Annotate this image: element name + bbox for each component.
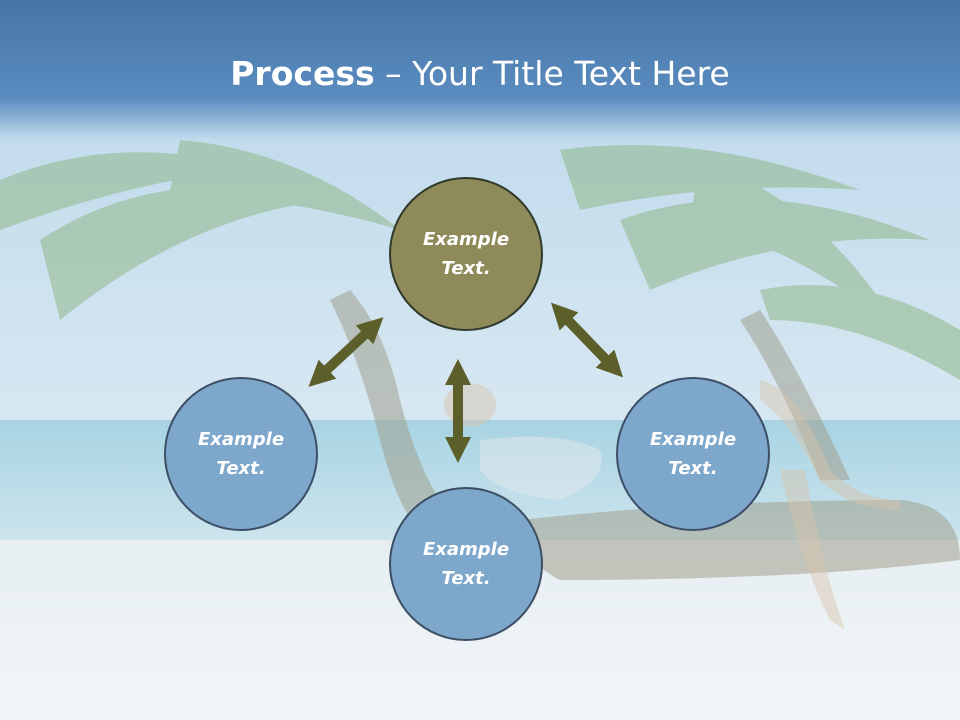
title-rest: – Your Title Text Here <box>374 54 730 93</box>
process-node-bottom[interactable]: Example Text. <box>389 487 543 641</box>
title-bold: Process <box>230 54 375 93</box>
slide-title: Process – Your Title Text Here <box>0 50 960 98</box>
title-band <box>0 0 960 140</box>
arrow-top-left <box>308 317 384 387</box>
process-node-right[interactable]: Example Text. <box>616 377 770 531</box>
process-node-bottom-label: Example Text. <box>422 539 510 589</box>
process-node-left[interactable]: Example Text. <box>164 377 318 531</box>
process-node-left-label: Example Text. <box>197 429 285 479</box>
arrow-top-right <box>550 302 624 378</box>
process-node-top-label: Example Text. <box>422 229 510 279</box>
process-node-top[interactable]: Example Text. <box>389 177 543 331</box>
process-node-right-label: Example Text. <box>649 429 737 479</box>
